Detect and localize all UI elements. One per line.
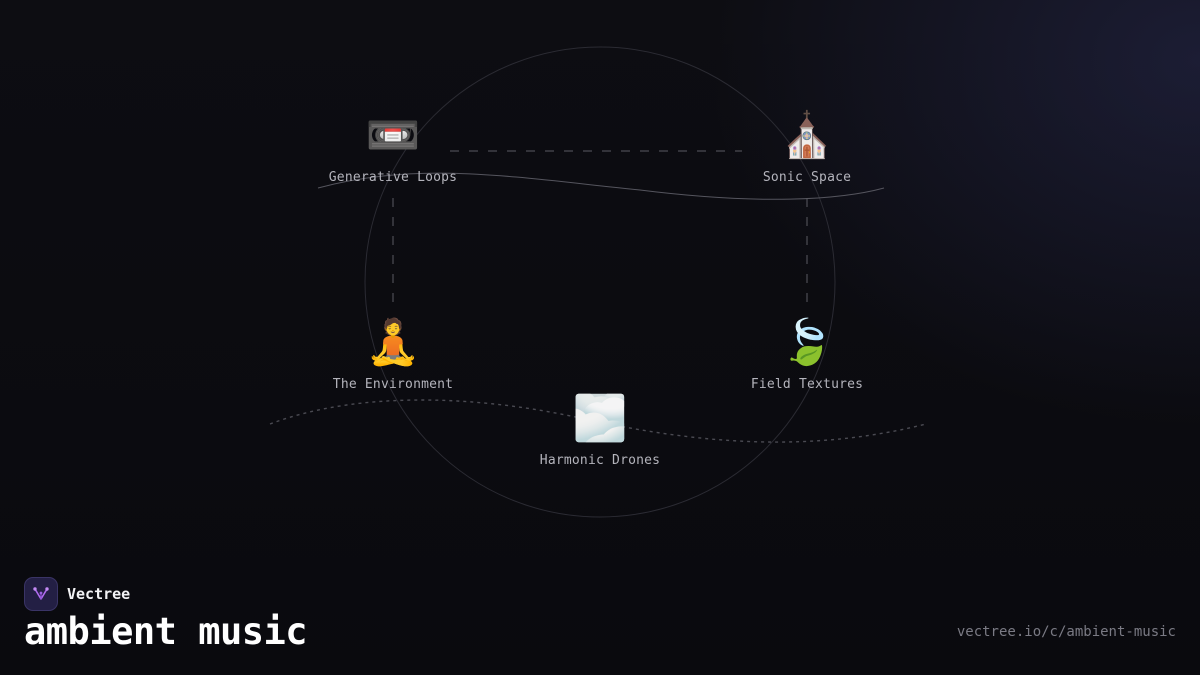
node-the-environment[interactable]: 🧘 The Environment [333, 315, 453, 392]
node-sonic-space[interactable]: ⛪ Sonic Space [763, 108, 851, 185]
videocassette-icon: 📼 [365, 110, 421, 161]
leaf-in-wind-icon: 🍃 [779, 317, 835, 368]
node-generative-loops[interactable]: 📼 Generative Loops [329, 108, 457, 185]
node-label: Generative Loops [328, 170, 458, 185]
orbit-circle [364, 46, 836, 518]
node-field-textures[interactable]: 🍃 Field Textures [751, 315, 863, 392]
node-label: Harmonic Drones [539, 453, 661, 468]
page-url-link[interactable]: vectree.io/c/ambient-music [956, 624, 1176, 640]
wave-line-dotted [269, 399, 927, 443]
page-title: ambient music [24, 610, 308, 653]
vectree-logo-icon [24, 577, 58, 611]
node-label: Field Textures [750, 377, 864, 392]
node-label: The Environment [332, 377, 454, 392]
brand[interactable]: Vectree [24, 577, 130, 611]
wave-line-solid [317, 172, 885, 200]
brand-name: Vectree [67, 585, 131, 603]
fog-icon: 🌫️ [572, 393, 628, 444]
person-meditating-icon: 🧘 [365, 317, 421, 368]
node-harmonic-drones[interactable]: 🌫️ Harmonic Drones [540, 391, 660, 468]
node-label: Sonic Space [762, 170, 852, 185]
church-icon: ⛪ [779, 110, 835, 161]
